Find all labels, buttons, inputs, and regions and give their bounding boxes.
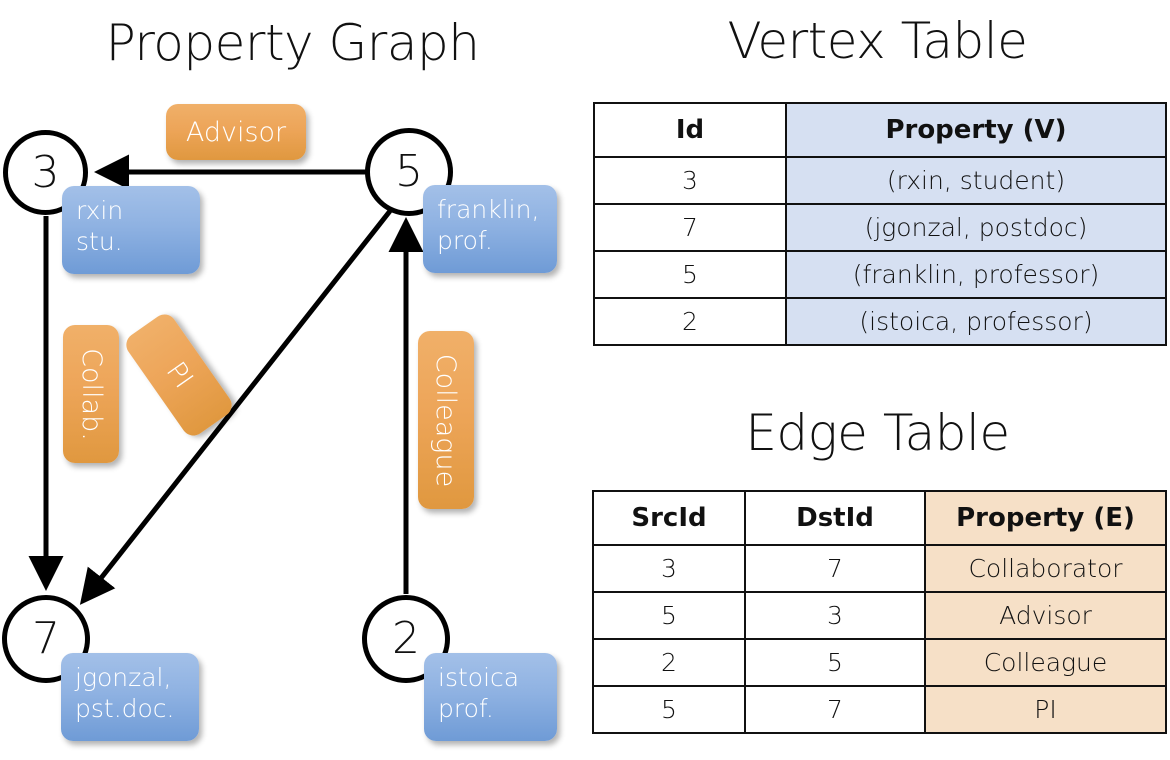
vertex-cell-property: (istoica, professor) — [785, 297, 1167, 346]
edge-arrow-5-to-7 — [79, 209, 392, 605]
edge-label-collab-text: Collab. — [75, 347, 107, 441]
edge-label-collab[interactable]: Collab. — [63, 325, 119, 463]
edge-label-colleague[interactable]: Colleague — [418, 331, 474, 509]
edge-cell-dstid: 7 — [744, 544, 926, 593]
node-property-rxin-line2: stu. — [76, 226, 123, 256]
vertex-cell-property: (jgonzal, postdoc) — [785, 203, 1167, 252]
table-row[interactable]: 3 (rxin, student) — [593, 156, 1167, 205]
node-property-box-jgonzal[interactable]: jgonzal, pst.doc. — [61, 653, 199, 741]
edge-cell-dstid: 3 — [744, 591, 926, 640]
edge-label-pi-text: PI — [159, 356, 199, 394]
graph-node-3-label: 3 — [31, 146, 60, 198]
vertex-table-header-id: Id — [593, 102, 787, 158]
vertex-cell-id: 3 — [593, 156, 787, 205]
node-property-jgonzal-line2: pst.doc. — [75, 693, 175, 723]
vertex-table-header-row: Id Property (V) — [593, 102, 1167, 158]
graph-node-5[interactable]: 5 — [365, 128, 453, 216]
graph-node-2[interactable]: 2 — [362, 595, 450, 683]
table-row[interactable]: 7 (jgonzal, postdoc) — [593, 203, 1167, 252]
edge-label-advisor[interactable]: Advisor — [166, 104, 306, 160]
edge-cell-srcid: 3 — [592, 544, 746, 593]
edge-cell-srcid: 2 — [592, 638, 746, 687]
table-row[interactable]: 2 (istoica, professor) — [593, 297, 1167, 346]
edge-cell-property: Collaborator — [924, 544, 1167, 593]
graph-node-5-label: 5 — [395, 146, 423, 197]
page-title-vertex-table: Vertex Table — [727, 12, 1028, 70]
edge-cell-property: Advisor — [924, 591, 1167, 640]
vertex-table: Id Property (V) 3 (rxin, student) 7 (jgo… — [593, 102, 1167, 346]
vertex-cell-property: (rxin, student) — [785, 156, 1167, 205]
table-row[interactable]: 5 (franklin, professor) — [593, 250, 1167, 299]
edge-cell-srcid: 5 — [592, 685, 746, 734]
property-graph-diagram: 3 5 7 2 rxin stu. franklin, prof. jgonza… — [2, 104, 557, 741]
node-property-istoica-line2: prof. — [438, 693, 494, 723]
node-property-box-istoica[interactable]: istoica prof. — [424, 653, 557, 741]
edge-cell-property: PI — [924, 685, 1167, 734]
node-property-franklin-line2: prof. — [437, 225, 493, 255]
edge-cell-dstid: 7 — [744, 685, 926, 734]
vertex-cell-property: (franklin, professor) — [785, 250, 1167, 299]
edge-cell-dstid: 5 — [744, 638, 926, 687]
graph-node-7-label: 7 — [32, 613, 60, 664]
vertex-cell-id: 7 — [593, 203, 787, 252]
graph-node-2-label: 2 — [392, 613, 420, 664]
node-property-jgonzal-line1: jgonzal, — [75, 663, 172, 692]
node-property-franklin-line1: franklin, — [437, 195, 540, 224]
graph-edge-arrows — [28, 154, 424, 605]
vertex-table-header-property: Property (V) — [785, 102, 1167, 158]
edge-table-header-srcid: SrcId — [592, 490, 746, 546]
edge-label-advisor-text: Advisor — [185, 116, 287, 148]
edge-cell-srcid: 5 — [592, 591, 746, 640]
node-property-istoica-line1: istoica — [438, 663, 520, 692]
table-row[interactable]: 5 3 Advisor — [592, 591, 1167, 640]
vertex-cell-id: 2 — [593, 297, 787, 346]
edge-table: SrcId DstId Property (E) 3 7 Collaborato… — [592, 490, 1167, 734]
page-title-edge-table: Edge Table — [745, 404, 1010, 462]
edge-label-colleague-text: Colleague — [430, 353, 462, 487]
table-row[interactable]: 2 5 Colleague — [592, 638, 1167, 687]
node-property-box-rxin[interactable]: rxin stu. — [62, 186, 200, 274]
edge-table-header-row: SrcId DstId Property (E) — [592, 490, 1167, 546]
node-property-box-franklin[interactable]: franklin, prof. — [423, 185, 557, 273]
vertex-cell-id: 5 — [593, 250, 787, 299]
node-property-rxin-line1: rxin — [76, 196, 124, 225]
edge-table-header-property: Property (E) — [924, 490, 1167, 546]
table-row[interactable]: 3 7 Collaborator — [592, 544, 1167, 593]
edge-cell-property: Colleague — [924, 638, 1167, 687]
table-row[interactable]: 5 7 PI — [592, 685, 1167, 734]
edge-table-header-dstid: DstId — [744, 490, 926, 546]
page-title-property-graph: Property Graph — [105, 14, 480, 72]
